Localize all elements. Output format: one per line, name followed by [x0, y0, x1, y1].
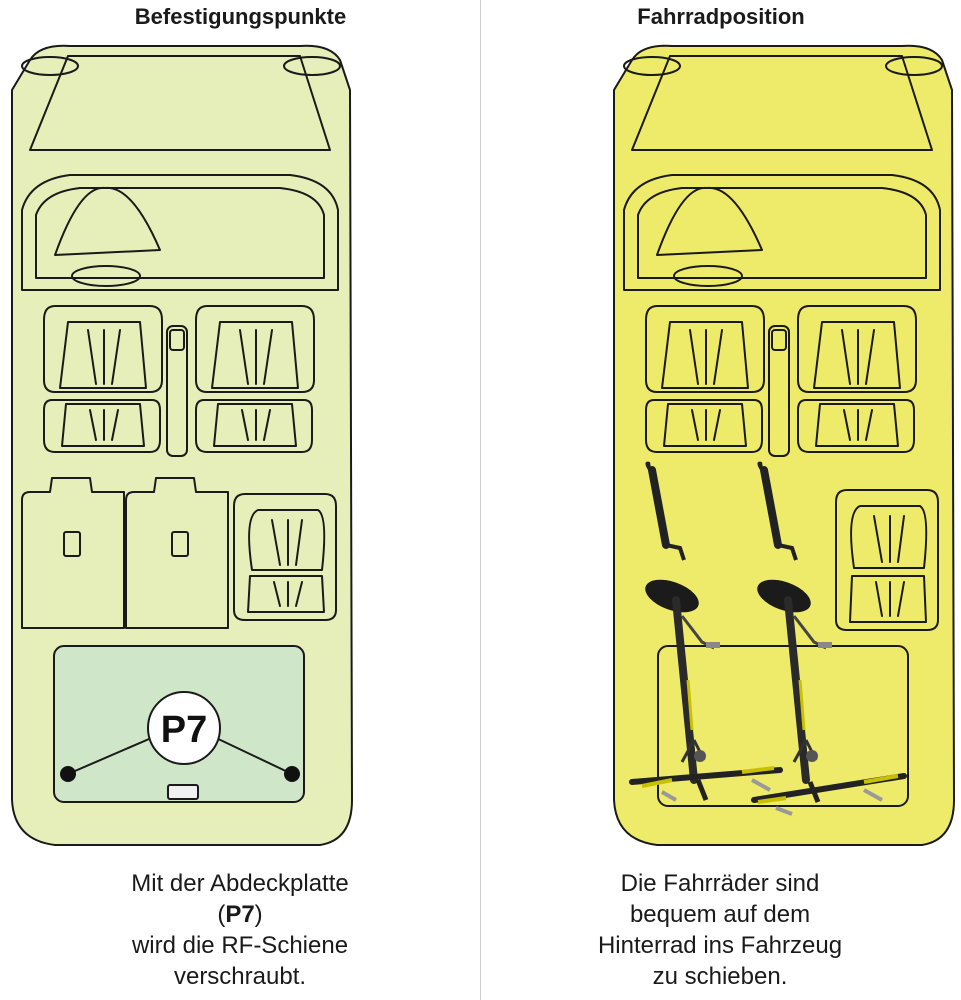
- right-panel-title: Fahrradposition: [637, 4, 805, 29]
- bicycle-2-saddle: [757, 579, 811, 613]
- left-caption-paren-close: ): [254, 901, 263, 928]
- right-caption-line-1: Die Fahrräder sind: [620, 870, 820, 897]
- left-panel-title: Befestigungspunkte: [134, 4, 347, 29]
- left-caption-line-4: verschraubt.: [173, 963, 307, 990]
- bicycle-2: [751, 461, 907, 816]
- cover-plate-handle: [167, 784, 199, 800]
- right-caption-line-2: bequem auf dem: [629, 901, 811, 928]
- left-rear-seat-folded-2: [125, 477, 229, 629]
- right-caption-line-4: zu schieben.: [652, 963, 788, 990]
- left-caption-line-1: Mit der Abdeckplatte: [131, 870, 349, 897]
- left-caption-p7-bold: P7: [225, 901, 255, 928]
- left-caption: Mit der Abdeckplatte (P7) wird die RF-Sc…: [30, 868, 450, 992]
- right-rear-seat: [835, 489, 939, 631]
- mount-point-right: [284, 766, 300, 782]
- left-car-diagram: P7: [11, 44, 353, 847]
- p7-badge: [147, 691, 221, 765]
- diagram-canvas: P7: [11, 44, 955, 847]
- right-caption: Die Fahrräder sind bequem auf dem Hinter…: [500, 868, 940, 992]
- panel-divider: [480, 0, 481, 1000]
- left-caption-line-2: (P7): [30, 899, 450, 930]
- mount-line-right: [211, 735, 293, 775]
- right-car-diagram: [613, 44, 955, 847]
- left-rear-seat: [233, 493, 337, 621]
- bicycle-1: [629, 461, 783, 802]
- mount-line-left: [67, 735, 157, 775]
- left-rear-seat-folded: [21, 477, 125, 629]
- bicycle-1-saddle: [645, 579, 699, 613]
- left-caption-line-3: wird die RF-Schiene: [131, 932, 349, 959]
- right-caption-line-3: Hinterrad ins Fahrzeug: [597, 932, 843, 959]
- right-cargo-area: [657, 645, 909, 807]
- left-caption-paren-open: (: [217, 901, 226, 928]
- p7-badge-label: P7: [161, 709, 207, 751]
- mount-point-left: [60, 766, 76, 782]
